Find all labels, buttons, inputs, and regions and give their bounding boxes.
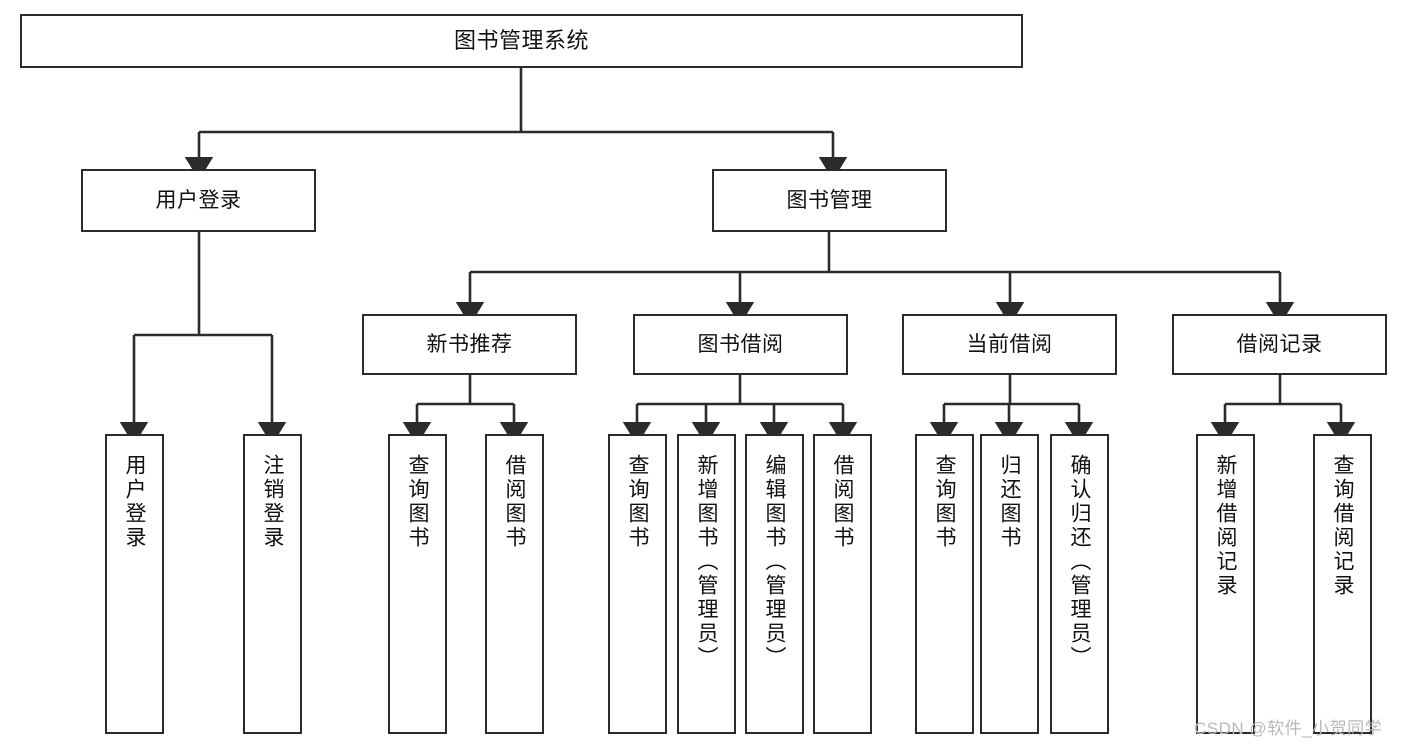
node-leaf-borrow-book-1[interactable]: 借阅图书 xyxy=(485,434,544,734)
node-user-login[interactable]: 用户登录 xyxy=(81,169,316,232)
node-root[interactable]: 图书管理系统 xyxy=(20,14,1023,68)
node-book-manage[interactable]: 图书管理 xyxy=(712,169,947,232)
node-leaf-query-record[interactable]: 查询借阅记录 xyxy=(1313,434,1372,734)
node-leaf-borrow-book-2-label: 借阅图书 xyxy=(831,454,854,550)
node-leaf-borrow-book-1-label: 借阅图书 xyxy=(503,454,526,550)
node-leaf-query-book-2[interactable]: 查询图书 xyxy=(608,434,667,734)
node-borrow-record-label: 借阅记录 xyxy=(1236,332,1323,356)
node-book-borrow-label: 图书借阅 xyxy=(697,332,784,356)
node-new-book-recommend[interactable]: 新书推荐 xyxy=(362,314,577,375)
node-leaf-confirm-return[interactable]: 确认归还（管理员） xyxy=(1050,434,1109,734)
node-leaf-query-book-3-label: 查询图书 xyxy=(933,454,956,550)
node-book-borrow[interactable]: 图书借阅 xyxy=(633,314,848,375)
node-leaf-query-book-1-label: 查询图书 xyxy=(406,454,429,550)
node-borrow-record[interactable]: 借阅记录 xyxy=(1172,314,1387,375)
node-leaf-borrow-book-2[interactable]: 借阅图书 xyxy=(813,434,872,734)
node-leaf-confirm-return-label: 确认归还（管理员） xyxy=(1068,454,1091,670)
node-leaf-query-book-2-label: 查询图书 xyxy=(626,454,649,550)
node-leaf-logout-login-label: 注销登录 xyxy=(261,454,284,550)
node-leaf-return-book[interactable]: 归还图书 xyxy=(980,434,1039,734)
node-leaf-add-book[interactable]: 新增图书（管理员） xyxy=(677,434,736,734)
node-leaf-user-login-label: 用户登录 xyxy=(123,454,146,550)
watermark: CSDN @软件_小贺同学 xyxy=(1194,719,1383,738)
node-leaf-edit-book-label: 编辑图书（管理员） xyxy=(763,454,786,670)
node-leaf-return-book-label: 归还图书 xyxy=(998,454,1021,550)
node-current-borrow[interactable]: 当前借阅 xyxy=(902,314,1117,375)
node-leaf-query-book-1[interactable]: 查询图书 xyxy=(388,434,447,734)
node-current-borrow-label: 当前借阅 xyxy=(966,332,1053,356)
node-new-book-recommend-label: 新书推荐 xyxy=(426,332,513,356)
node-leaf-user-login[interactable]: 用户登录 xyxy=(105,434,164,734)
node-leaf-add-book-label: 新增图书（管理员） xyxy=(695,454,718,670)
node-user-login-label: 用户登录 xyxy=(155,188,242,212)
node-leaf-add-record-label: 新增借阅记录 xyxy=(1214,454,1237,598)
node-leaf-logout-login[interactable]: 注销登录 xyxy=(243,434,302,734)
node-leaf-edit-book[interactable]: 编辑图书（管理员） xyxy=(745,434,804,734)
node-book-manage-label: 图书管理 xyxy=(786,188,873,212)
node-root-label: 图书管理系统 xyxy=(453,27,589,53)
node-leaf-query-record-label: 查询借阅记录 xyxy=(1331,454,1354,598)
node-leaf-query-book-3[interactable]: 查询图书 xyxy=(915,434,974,734)
node-leaf-add-record[interactable]: 新增借阅记录 xyxy=(1196,434,1255,734)
